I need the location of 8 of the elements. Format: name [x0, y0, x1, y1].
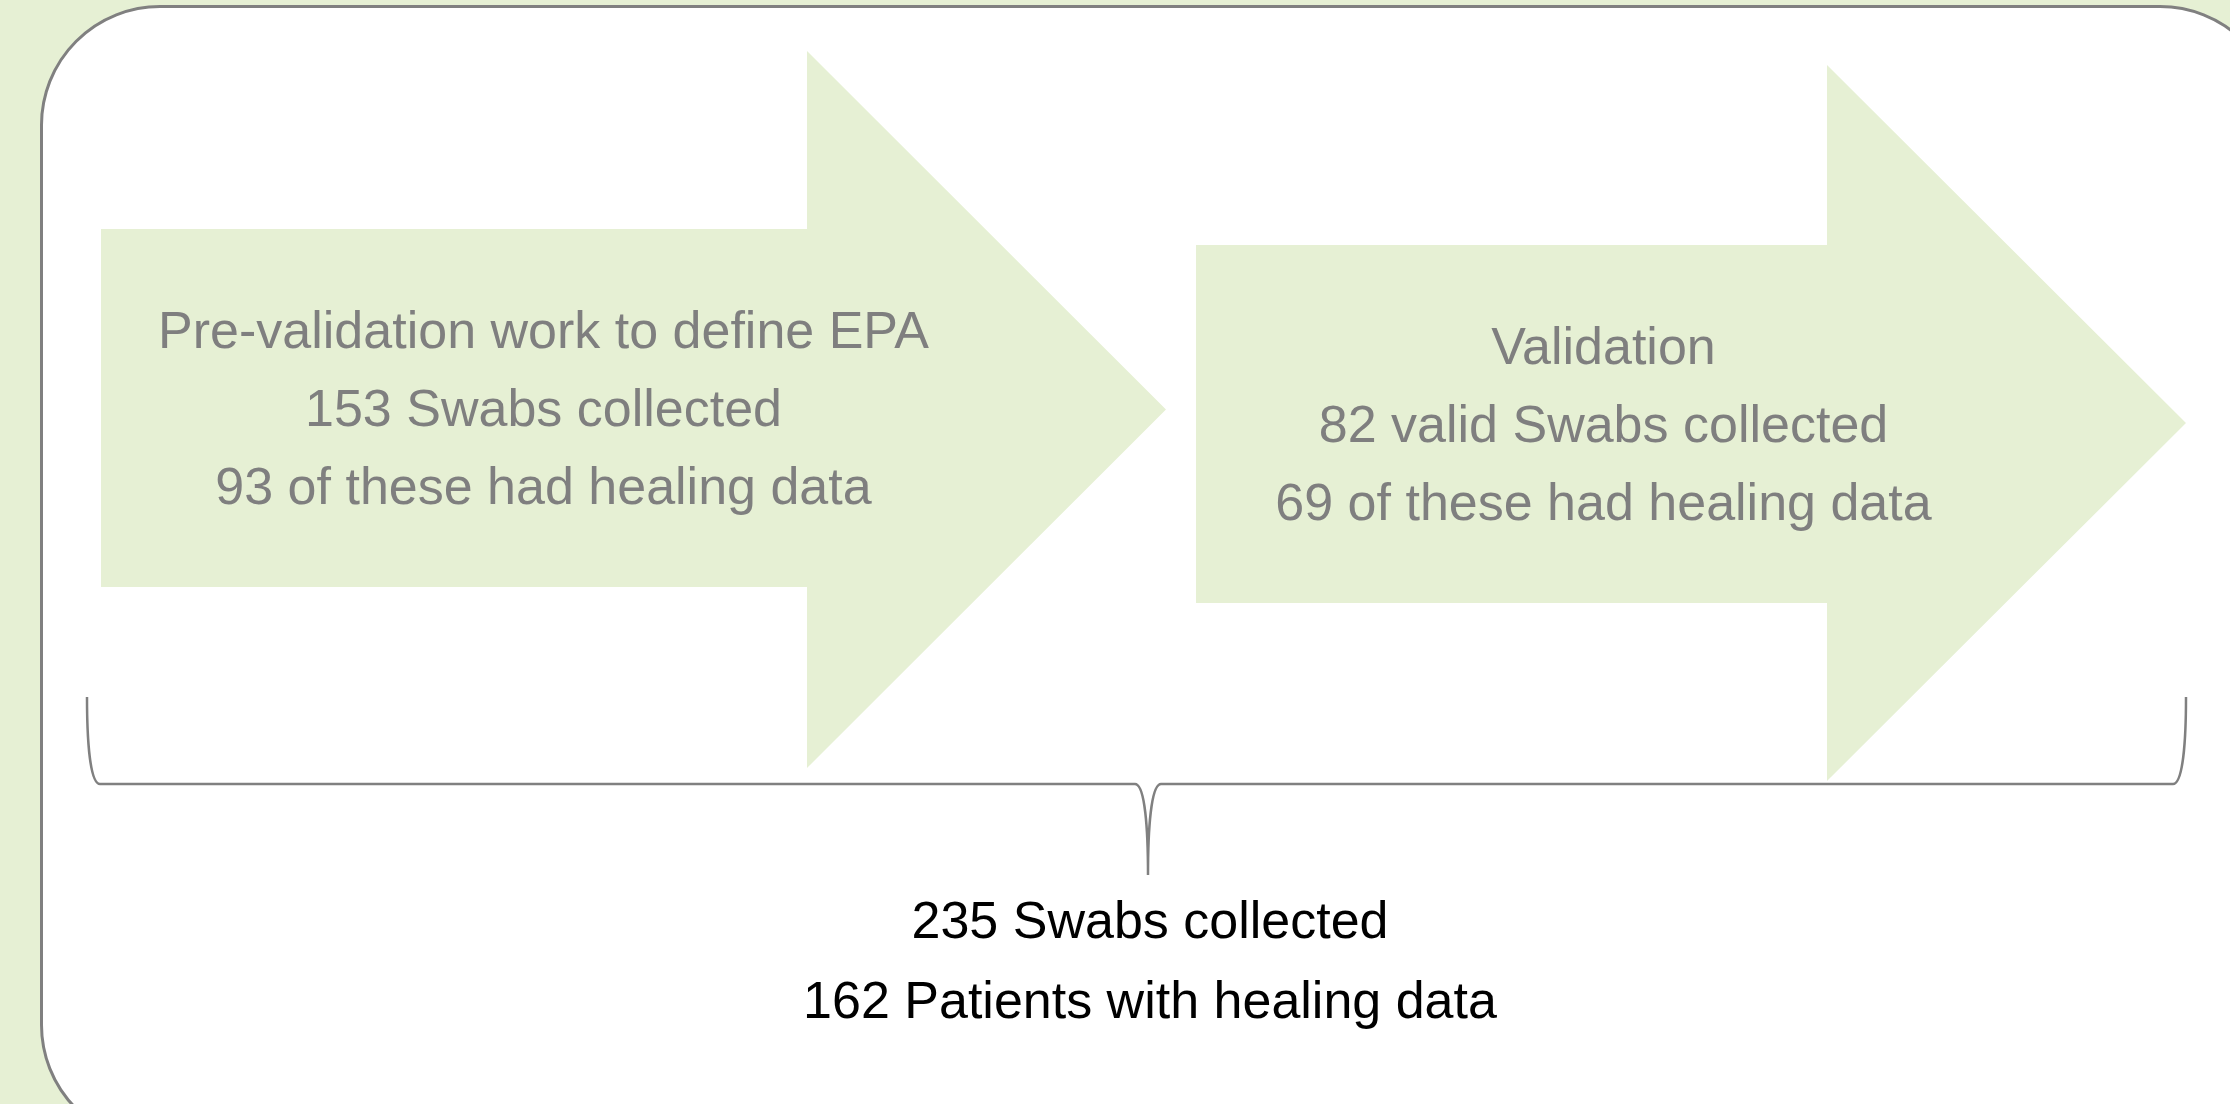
step-text: 69 of these had healing data	[1275, 472, 1932, 533]
step-text: Pre-validation work to define EPA	[158, 300, 929, 361]
summary-text: 162 Patients with healing data	[802, 970, 1498, 1031]
step-text: Validation	[1491, 316, 1716, 377]
step-text: 153 Swabs collected	[305, 378, 782, 439]
step-text: 93 of these had healing data	[215, 456, 872, 517]
step-text: 82 valid Swabs collected	[1318, 394, 1889, 455]
summary-text: 235 Swabs collected	[910, 890, 1390, 951]
